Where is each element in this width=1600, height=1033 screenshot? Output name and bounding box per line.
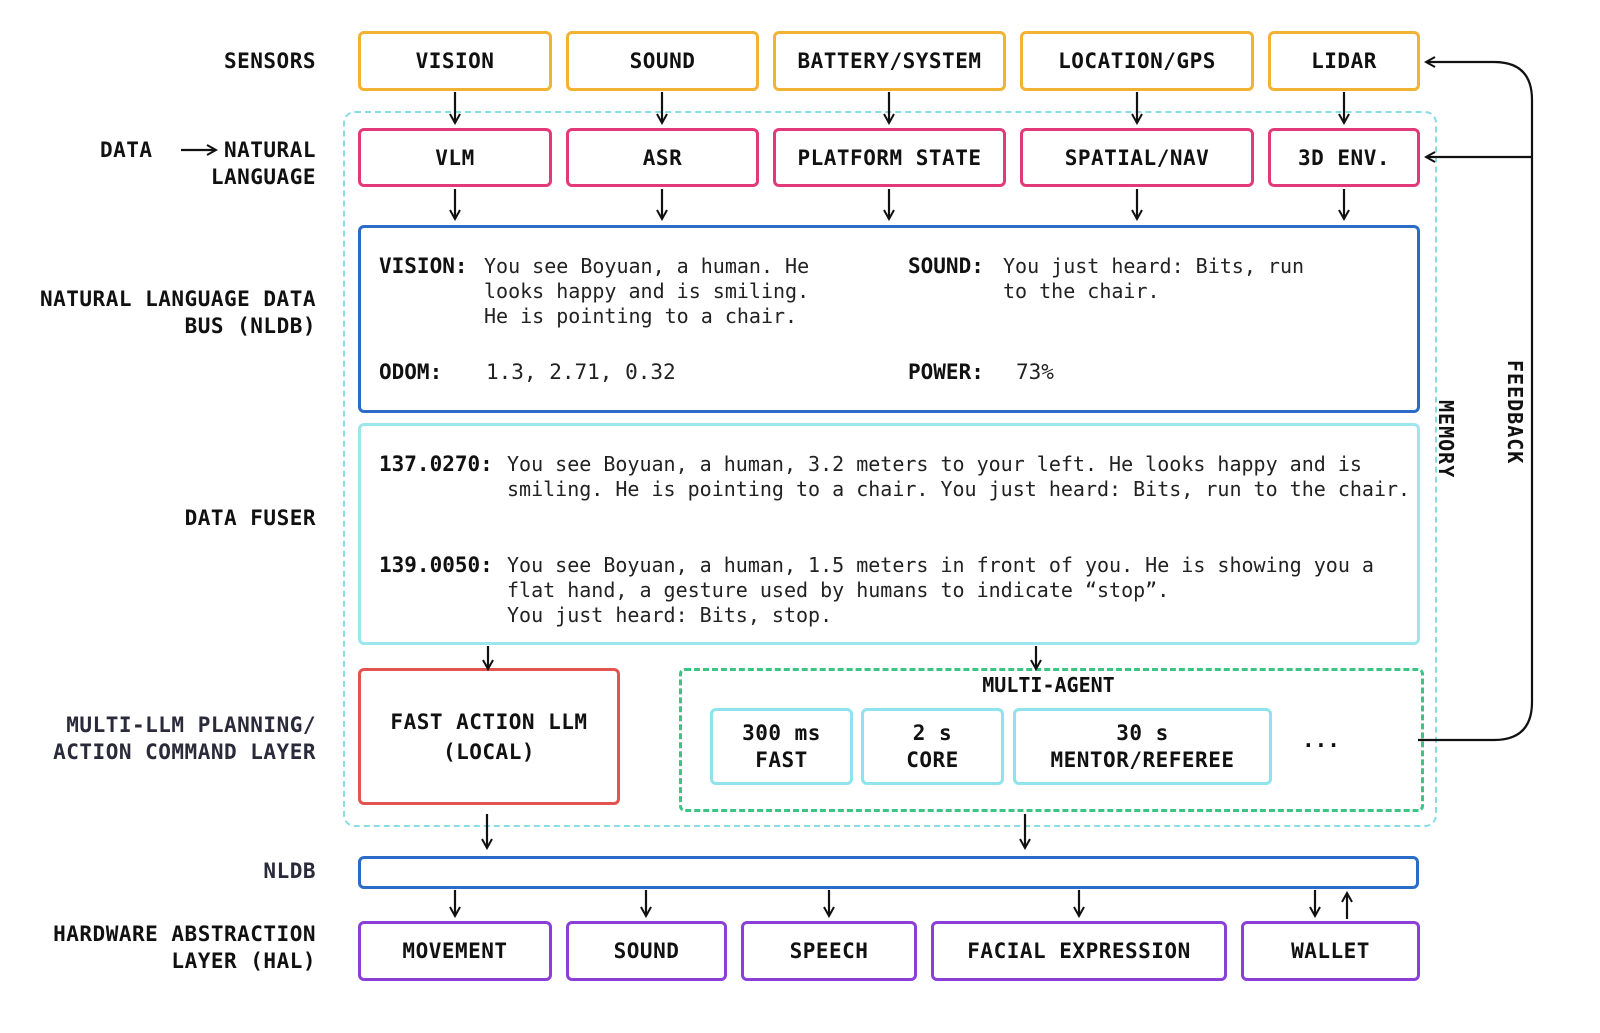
agent-mentor-referee: 30 s MENTOR/REFEREE: [1013, 708, 1272, 785]
feedback-label: FEEDBACK: [1503, 360, 1527, 465]
agent-fast: 300 ms FAST: [710, 708, 853, 785]
hal-movement: MOVEMENT: [358, 921, 552, 981]
converter-vlm: VLM: [358, 128, 552, 187]
memory-label: MEMORY: [1434, 400, 1458, 479]
sensor-sound: SOUND: [566, 31, 759, 91]
sensor-battery-system: BATTERY/SYSTEM: [773, 31, 1006, 91]
fuser-message-2: You see Boyuan, a human, 1.5 meters in f…: [507, 553, 1374, 627]
sound-value: You just heard: Bits, run to the chair.: [1003, 254, 1305, 303]
sensor-vision: VISION: [358, 31, 552, 91]
data-fuser-panel: [358, 423, 1420, 645]
sensor-location-gps: LOCATION/GPS: [1020, 31, 1254, 91]
agent-core: 2 s CORE: [861, 708, 1004, 785]
fast-action-llm: FAST ACTION LLM (LOCAL): [358, 668, 620, 805]
power-value: 73%: [1016, 360, 1054, 384]
data-row-label: DATA: [100, 138, 153, 162]
converter-platform-state: PLATFORM STATE: [773, 128, 1006, 187]
converter-spatial-nav: SPATIAL/NAV: [1020, 128, 1254, 187]
odom-value: 1.3, 2.71, 0.32: [486, 360, 676, 384]
nldb-panel: [358, 225, 1420, 413]
vision-value: You see Boyuan, a human. He looks happy …: [484, 254, 810, 328]
natural-language-row-label: NATURAL LANGUAGE: [210, 138, 316, 189]
multi-agent-title: MULTI-AGENT: [982, 673, 1115, 697]
converter-3d-env: 3D ENV.: [1268, 128, 1420, 187]
nldb-full-row-label: NATURAL LANGUAGE DATA BUS (NLDB): [39, 287, 316, 338]
nldb-bar: [358, 856, 1419, 889]
hal-facial-expression: FACIAL EXPRESSION: [931, 921, 1227, 981]
fuser-timestamp-2: 139.0050:: [379, 553, 493, 577]
nldb-row-label: NLDB: [263, 859, 316, 883]
sensors-row-label: SENSORS: [223, 49, 316, 73]
planning-row-label: MULTI-LLM PLANNING/ ACTION COMMAND LAYER: [53, 713, 316, 764]
data-fuser-row-label: DATA FUSER: [184, 506, 316, 530]
hal-wallet: WALLET: [1241, 921, 1420, 981]
odom-key: ODOM:: [379, 360, 443, 384]
hal-speech: SPEECH: [741, 921, 917, 981]
hal-sound: SOUND: [566, 921, 727, 981]
fuser-message-1: You see Boyuan, a human, 3.2 meters to y…: [507, 452, 1411, 501]
sound-key: SOUND:: [908, 254, 984, 278]
fuser-timestamp-1: 137.0270:: [379, 452, 493, 476]
sensor-lidar: LIDAR: [1268, 31, 1420, 91]
vision-key: VISION:: [379, 254, 468, 278]
more-agents-ellipsis: ...: [1302, 728, 1340, 752]
converter-asr: ASR: [566, 128, 759, 187]
power-key: POWER:: [908, 360, 984, 384]
hal-row-label: HARDWARE ABSTRACTION LAYER (HAL): [53, 922, 316, 973]
